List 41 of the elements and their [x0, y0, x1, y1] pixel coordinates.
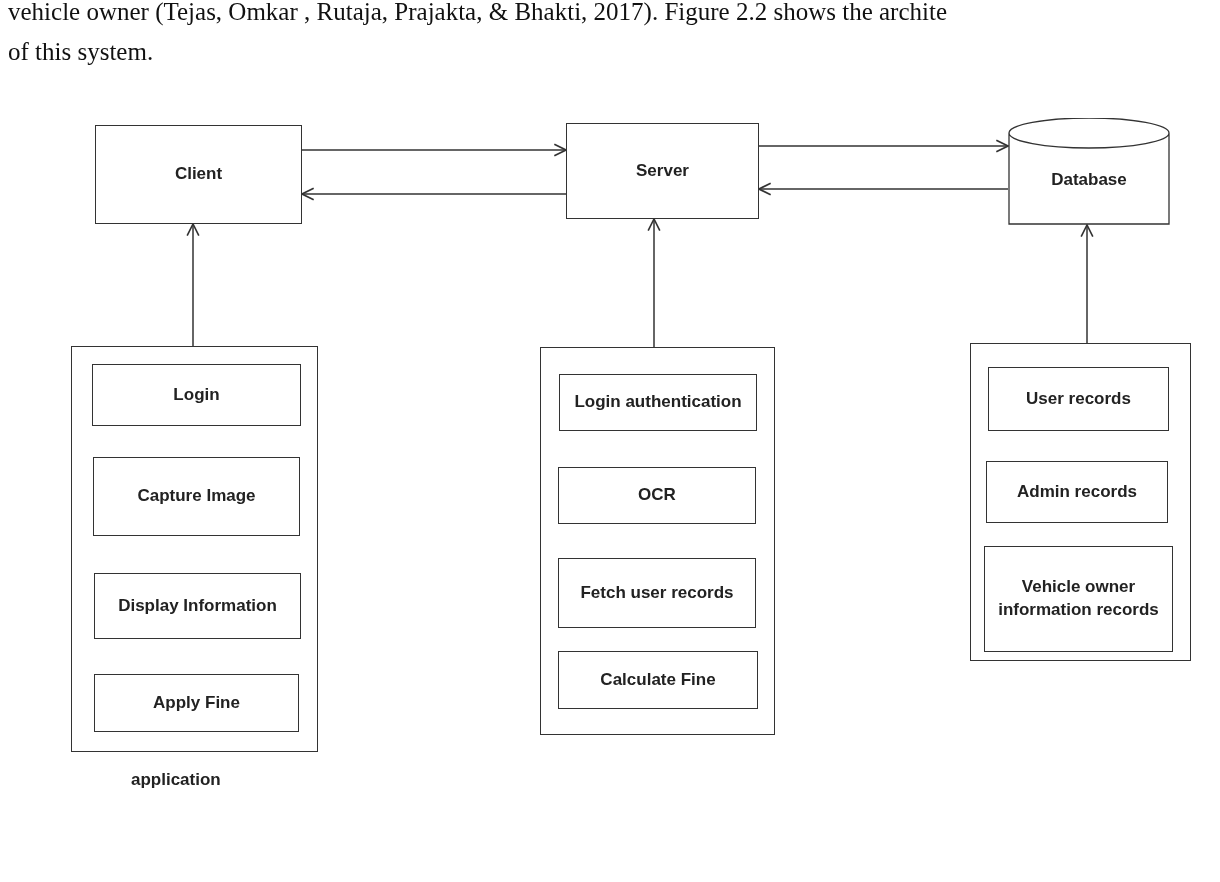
process-box: [94, 573, 301, 639]
group-container: [970, 343, 1191, 661]
box-label: Admin records: [1016, 480, 1138, 503]
box-label: User records: [1025, 387, 1132, 410]
process-box: [93, 457, 300, 536]
arrow: [186, 223, 200, 347]
arrow: [301, 187, 567, 201]
process-box: [94, 674, 299, 732]
process-box: [986, 461, 1168, 523]
box-label: Fetch user records: [579, 581, 735, 604]
process-box: [95, 125, 302, 224]
process-box: [558, 651, 758, 709]
arrow: [647, 218, 661, 348]
process-box: [988, 367, 1169, 431]
process-box: [558, 558, 756, 628]
container-caption: application: [131, 770, 221, 790]
box-label: Display Information: [117, 594, 278, 617]
box-label: Database: [1050, 169, 1128, 192]
process-box: [558, 467, 756, 524]
database-cylinder: [1008, 118, 1170, 225]
box-label: Login authentication: [573, 391, 743, 414]
box-label: Apply Fine: [152, 691, 241, 714]
arrow: [758, 182, 1009, 196]
process-box: [984, 546, 1173, 652]
arrow: [1080, 224, 1094, 344]
box-label: Vehicle owner information records: [997, 576, 1160, 621]
box-label: Server: [635, 159, 690, 182]
arrow: [758, 139, 1009, 153]
arrow: [301, 143, 567, 157]
group-container: [540, 347, 775, 735]
body-text: vehicle owner (Tejas, Omkar , Rutaja, Prajakta, & Bhakti, 2017). Figure 2.2 shows the archite: [8, 0, 947, 26]
box-label: Client: [173, 163, 224, 186]
group-container: [71, 346, 318, 752]
box-label: Capture Image: [136, 485, 257, 508]
process-box: [92, 364, 301, 426]
process-box: [559, 374, 757, 431]
process-box: [566, 123, 759, 219]
box-label: Login: [172, 383, 221, 406]
box-label: Calculate Fine: [599, 668, 717, 691]
body-text: of this system.: [8, 38, 154, 66]
box-label: OCR: [637, 484, 677, 507]
